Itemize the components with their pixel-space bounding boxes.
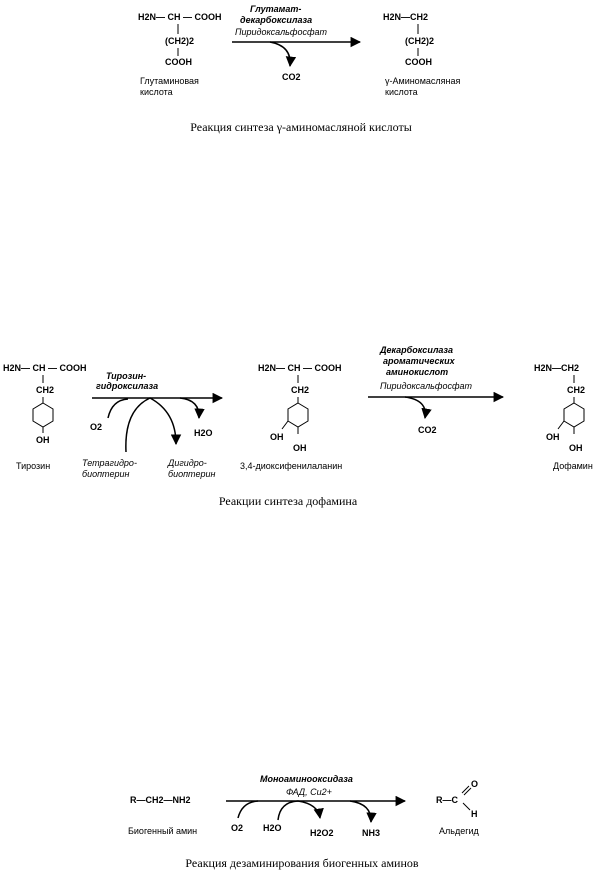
gaba-side-chain: (CH2)2 <box>405 36 434 46</box>
tyrosine-backbone: H2N— CH — COOH <box>3 363 87 373</box>
glutamic-acid-structure: H2N— CH — COOH (CH2)2 COOH Глутаминовая … <box>138 12 222 97</box>
aldehyde-r-c: R—C <box>436 795 458 805</box>
bond <box>462 802 471 811</box>
dopamine-structure: H2N—CH2 CH2 OH OH Дофамин <box>534 363 593 471</box>
dihydrobiopterin-line2: биоптерин <box>168 469 216 479</box>
tyrosine-hydroxylase-line1: Тирозин- <box>106 371 146 381</box>
h2o-label: H2O <box>194 428 213 438</box>
gaba-structure: H2N—CH2 (CH2)2 COOH γ-Аминомасляная кисл… <box>383 12 460 97</box>
nh3-release-arrow <box>349 800 377 824</box>
dopamine-amine: H2N—CH2 <box>534 363 579 373</box>
tetrahydrobiopterin-line1: Тетрагидро- <box>82 458 137 468</box>
glutamate-carboxyl: COOH <box>165 57 192 67</box>
pyridoxal-phosphate-label: Пиридоксальфосфат <box>235 27 328 37</box>
aldehyde-name: Альдегид <box>439 826 480 836</box>
glutamate-decarboxylase-line2: декарбоксилаза <box>240 15 312 25</box>
aromatic-decarboxylase-line3: аминокислот <box>386 367 448 377</box>
gaba-carboxyl: COOH <box>405 57 432 67</box>
gaba-name-line2: кислота <box>385 87 418 97</box>
dopa-name: 3,4-диоксифенилаланин <box>240 461 342 471</box>
dopa-hydroxyl-4: OH <box>293 443 307 453</box>
bond <box>281 420 289 430</box>
aromatic-decarboxylase-line1: Декарбоксилаза <box>379 345 453 355</box>
co2-label: CO2 <box>418 425 437 435</box>
benzene-ring <box>287 402 309 428</box>
dopa-backbone: H2N— CH — COOH <box>258 363 342 373</box>
o2-label: O2 <box>231 823 243 833</box>
biopterin-cycle-arrow <box>125 397 182 453</box>
biogenic-amine-name: Биогенный амин <box>128 826 197 836</box>
caption-deamination: Реакция дезаминирования биогенных аминов <box>185 856 418 870</box>
tyrosine-ch2: CH2 <box>36 385 54 395</box>
aromatic-decarboxylase-line2: ароматических <box>383 356 456 366</box>
dopamine-ch2: CH2 <box>567 385 585 395</box>
benzene-ring <box>32 402 54 428</box>
glutamate-backbone: H2N— CH — COOH <box>138 12 222 22</box>
nh3-label: NH3 <box>362 828 380 838</box>
pyridoxal-phosphate-label: Пиридоксальфосфат <box>380 381 473 391</box>
biogenic-amine-formula: R—CH2—NH2 <box>130 795 191 805</box>
benzene-ring <box>563 402 585 428</box>
o2-label: O2 <box>90 422 102 432</box>
dopamine-hydroxyl-3: OH <box>546 432 560 442</box>
dopamine-name: Дофамин <box>553 461 593 471</box>
co2-release-arrow <box>404 396 432 420</box>
tyrosine-structure: H2N— CH — COOH CH2 OH Тирозин <box>3 363 87 471</box>
glutamate-name-line1: Глутаминовая <box>140 76 199 86</box>
gaba-amine: H2N—CH2 <box>383 12 428 22</box>
dopamine-hydroxyl-4: OH <box>569 443 583 453</box>
tyrosine-hydroxyl: OH <box>36 435 50 445</box>
h2o2-label: H2O2 <box>310 828 334 838</box>
dopamine-reaction: H2N— CH — COOH CH2 OH Тирозин Тирозин- г… <box>3 345 593 508</box>
aldehyde-oxygen: O <box>471 779 478 789</box>
glutamate-side-chain: (CH2)2 <box>165 36 194 46</box>
o2-input-arrow <box>107 398 129 419</box>
double-bond <box>461 785 470 794</box>
bond <box>557 420 565 430</box>
gaba-reaction: H2N— CH — COOH (CH2)2 COOH Глутаминовая … <box>138 4 460 134</box>
deamination-reaction: R—CH2—NH2 Биогенный амин Моноаминооксида… <box>128 774 480 870</box>
aldehyde-hydrogen: H <box>471 809 478 819</box>
o2-input-arrow <box>237 800 259 819</box>
dopa-ch2: CH2 <box>291 385 309 395</box>
caption-dopamine: Реакции синтеза дофамина <box>219 494 358 508</box>
aldehyde-structure: R—C O H Альдегид <box>436 779 480 836</box>
glutamate-name-line2: кислота <box>140 87 173 97</box>
h2o-to-h2o2-arrow <box>277 800 324 821</box>
dopa-structure: H2N— CH — COOH CH2 OH OH 3,4-диоксифенил… <box>240 363 342 471</box>
co2-label: CO2 <box>282 72 301 82</box>
h2o-release-arrow <box>179 397 205 420</box>
monoamine-oxidase-label: Моноаминооксидаза <box>260 774 353 784</box>
tyrosine-name: Тирозин <box>16 461 50 471</box>
tetrahydrobiopterin-line2: биоптерин <box>82 469 130 479</box>
h2o-label: H2O <box>263 823 282 833</box>
glutamate-decarboxylase-line1: Глутамат- <box>250 4 301 14</box>
double-bond <box>463 787 472 796</box>
gaba-name-line1: γ-Аминомасляная <box>385 76 460 86</box>
dopa-hydroxyl-3: OH <box>270 432 284 442</box>
fad-cu-label: ФАД, Cu2+ <box>286 787 332 797</box>
tyrosine-hydroxylase-line2: гидроксилаза <box>96 381 158 391</box>
co2-release-arrow <box>269 41 297 68</box>
caption-gaba: Реакция синтеза γ-аминомасляной кислоты <box>190 120 412 134</box>
dihydrobiopterin-line1: Дигидро- <box>167 458 207 468</box>
